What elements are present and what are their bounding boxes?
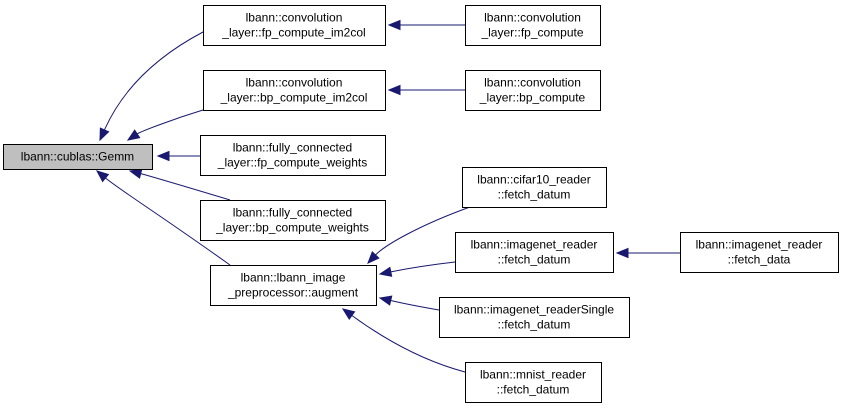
- node-fc_bp[interactable]: lbann::fully_connected_layer::bp_compute…: [200, 200, 386, 241]
- node-augment[interactable]: lbann::lbann_image_preprocessor::augment: [210, 265, 377, 306]
- node-label-line: lbann::imagenet_readerSingle: [454, 303, 614, 317]
- node-label-line: lbann::cublas::Gemm: [21, 150, 134, 164]
- arrowhead-fp_compute-to-fp_im2col: [387, 19, 401, 31]
- node-label-line: lbann::convolution: [484, 11, 581, 25]
- arrowhead-mnist-to-augment: [341, 308, 356, 321]
- node-box: [462, 167, 607, 208]
- arrowhead-fc_bp-to-gemm: [128, 168, 143, 179]
- node-box: [680, 232, 839, 273]
- node-imagenet_single[interactable]: lbann::imagenet_readerSingle::fetch_datu…: [439, 297, 630, 338]
- edge-fc_bp-to-gemm: [140, 173, 231, 201]
- arrowhead-bp_compute-to-bp_im2col: [387, 84, 401, 96]
- edge-imagenet-to-augment: [390, 261, 456, 273]
- node-label-line: lbann::lbann_image: [241, 271, 346, 285]
- node-label-line: lbann::mnist_reader: [480, 368, 586, 382]
- node-fc_fp[interactable]: lbann::fully_connected_layer::fp_compute…: [200, 135, 386, 176]
- arrowhead-imagenet-to-augment: [378, 266, 393, 277]
- node-label-line: ::fetch_datum: [498, 253, 571, 267]
- node-box: [210, 265, 377, 306]
- nodes-layer: lbann::cublas::Gemmlbann::convolution_la…: [3, 5, 839, 403]
- node-label-line: _layer::fp_compute_weights: [217, 156, 367, 170]
- node-label-line: lbann::convolution: [484, 76, 581, 90]
- node-label-line: _layer::bp_compute: [479, 91, 586, 105]
- node-box: [3, 144, 153, 170]
- edge-mnist-to-augment: [351, 315, 466, 373]
- edge-bp_im2col-to-gemm: [136, 109, 204, 135]
- node-label-line: _preprocessor::augment: [227, 286, 359, 300]
- node-mnist[interactable]: lbann::mnist_reader::fetch_datum: [465, 362, 602, 403]
- arrowhead-imagenet_single-to-augment: [378, 295, 393, 306]
- node-label-line: lbann::imagenet_reader: [471, 238, 598, 252]
- node-bp_compute[interactable]: lbann::convolution_layer::bp_compute: [465, 70, 601, 111]
- node-label-line: _layer::fp_compute: [480, 26, 583, 40]
- node-label-line: lbann::convolution: [246, 11, 343, 25]
- node-label-line: lbann::cifar10_reader: [477, 173, 590, 187]
- node-box: [200, 200, 386, 241]
- node-box: [465, 362, 602, 403]
- node-box: [465, 70, 601, 111]
- node-label-line: ::fetch_datum: [497, 383, 570, 397]
- arrowhead-fc_fp-to-gemm: [156, 150, 170, 162]
- node-label-line: ::fetch_datum: [498, 318, 571, 332]
- node-imagenet[interactable]: lbann::imagenet_reader::fetch_datum: [455, 232, 614, 273]
- arrowhead-fp_im2col-to-gemm: [99, 127, 110, 142]
- node-label-line: lbann::fully_connected: [233, 206, 352, 220]
- edge-imagenet_single-to-augment: [390, 300, 440, 311]
- node-box: [203, 70, 386, 111]
- node-label-line: lbann::convolution: [246, 76, 343, 90]
- edge-cifar-to-augment: [375, 206, 471, 256]
- edges-layer: [95, 19, 680, 373]
- edge-fp_im2col-to-gemm: [104, 31, 204, 131]
- node-box: [200, 135, 386, 176]
- node-gemm[interactable]: lbann::cublas::Gemm: [3, 144, 153, 170]
- node-label-line: ::fetch_datum: [498, 188, 571, 202]
- node-label-line: _layer::bp_compute_weights: [215, 221, 369, 235]
- node-fp_compute[interactable]: lbann::convolution_layer::fp_compute: [465, 5, 601, 46]
- node-label-line: ::fetch_data: [728, 253, 791, 267]
- node-box: [465, 5, 601, 46]
- node-fp_im2col[interactable]: lbann::convolution_layer::fp_compute_im2…: [203, 5, 386, 46]
- arrowhead-cifar-to-augment: [367, 251, 380, 264]
- node-label-line: lbann::imagenet_reader: [696, 238, 823, 252]
- node-fetch_data[interactable]: lbann::imagenet_reader::fetch_data: [680, 232, 839, 273]
- node-box: [203, 5, 386, 46]
- edge-augment-to-gemm: [105, 177, 231, 266]
- node-cifar[interactable]: lbann::cifar10_reader::fetch_datum: [462, 167, 607, 208]
- arrowhead-fetch_data-to-imagenet: [615, 247, 629, 259]
- node-label-line: _layer::bp_compute_im2col: [220, 91, 368, 105]
- node-bp_im2col[interactable]: lbann::convolution_layer::bp_compute_im2…: [203, 70, 386, 111]
- arrowhead-bp_im2col-to-gemm: [126, 129, 141, 141]
- arrowhead-augment-to-gemm: [95, 170, 110, 183]
- node-label-line: _layer::fp_compute_im2col: [221, 26, 365, 40]
- node-box: [439, 297, 630, 338]
- node-label-line: lbann::fully_connected: [233, 141, 352, 155]
- node-box: [455, 232, 614, 273]
